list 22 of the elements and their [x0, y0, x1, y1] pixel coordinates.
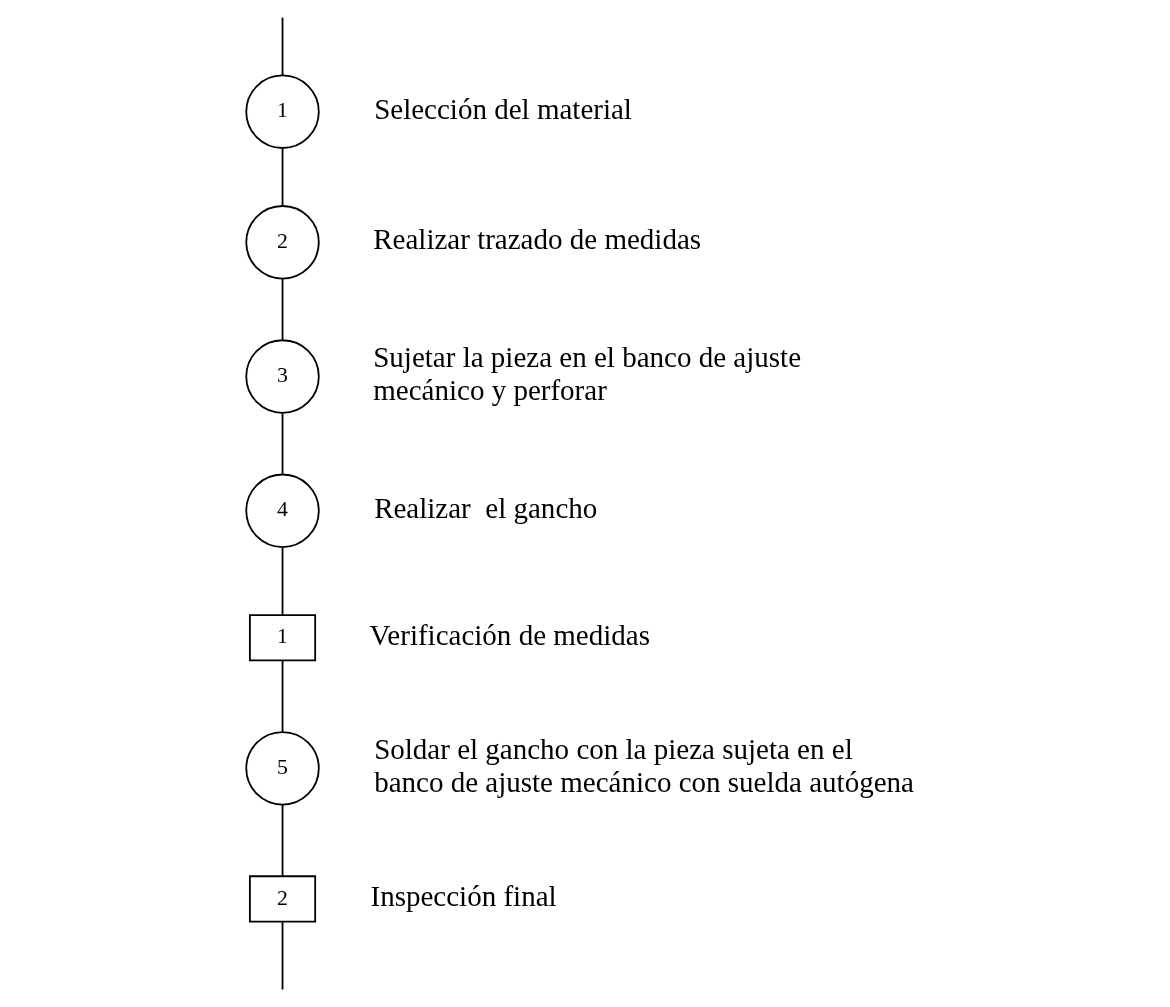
node-label: Soldar el gancho con la pieza sujeta en el banco de ajuste mecánico con suelda autógena	[374, 732, 914, 798]
connector	[281, 278, 284, 341]
connector	[281, 147, 284, 207]
node-label: Inspección final	[370, 879, 557, 912]
node-box: 1	[248, 614, 317, 662]
connector	[281, 920, 284, 991]
node-label: Verificación de medidas	[369, 618, 650, 651]
node-circle: 2	[245, 205, 320, 280]
node-circle: 5	[245, 731, 320, 806]
node-circle: 1	[245, 74, 320, 149]
node-circle: 4	[245, 473, 320, 548]
connector	[281, 659, 284, 733]
node-circle: 3	[245, 339, 320, 414]
node-box: 2	[248, 875, 317, 923]
node-label: Realizar el gancho	[374, 491, 598, 524]
connector	[281, 546, 284, 616]
connector	[281, 412, 284, 475]
connector	[281, 16, 284, 77]
node-label: Sujetar la pieza en el banco de ajuste mecánico y perforar	[373, 341, 802, 406]
connector	[281, 803, 284, 877]
node-label: Selección del material	[374, 92, 632, 125]
node-label: Realizar trazado de medidas	[373, 223, 702, 256]
